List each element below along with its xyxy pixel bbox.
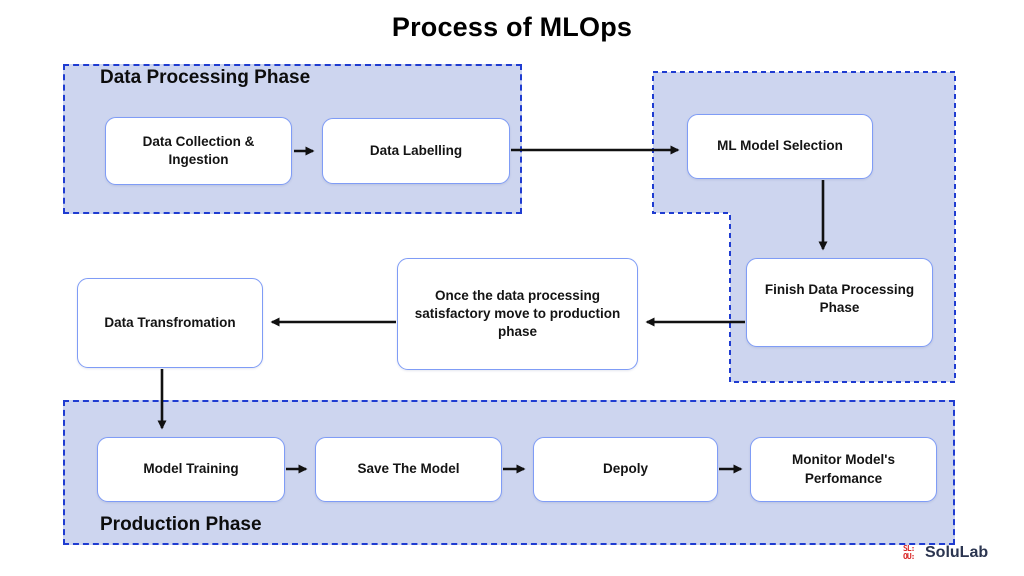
node-model-training: Model Training bbox=[97, 437, 285, 502]
label-production-phase: Production Phase bbox=[100, 514, 262, 535]
solulab-logo-icon: SL: OU: bbox=[903, 544, 915, 561]
node-deploy: Depoly bbox=[533, 437, 718, 502]
label-data-processing-phase: Data Processing Phase bbox=[100, 67, 311, 88]
node-save-the-model: Save The Model bbox=[315, 437, 502, 502]
solulab-logo-text: SoluLab bbox=[925, 544, 989, 561]
node-move-to-production-note: Once the data processing satisfactory mo… bbox=[397, 258, 638, 370]
node-ml-model-selection: ML Model Selection bbox=[687, 114, 873, 179]
page-title: Process of MLOps bbox=[391, 12, 633, 42]
node-data-labelling: Data Labelling bbox=[322, 118, 510, 184]
node-finish-data-processing: Finish Data Processing Phase bbox=[746, 258, 933, 347]
node-data-collection: Data Collection & Ingestion bbox=[105, 117, 292, 185]
solulab-logo: SL: OU: SoluLab bbox=[903, 544, 988, 562]
node-data-transformation: Data Transfromation bbox=[77, 278, 263, 368]
node-monitor-performance: Monitor Model's Perfomance bbox=[750, 437, 937, 502]
